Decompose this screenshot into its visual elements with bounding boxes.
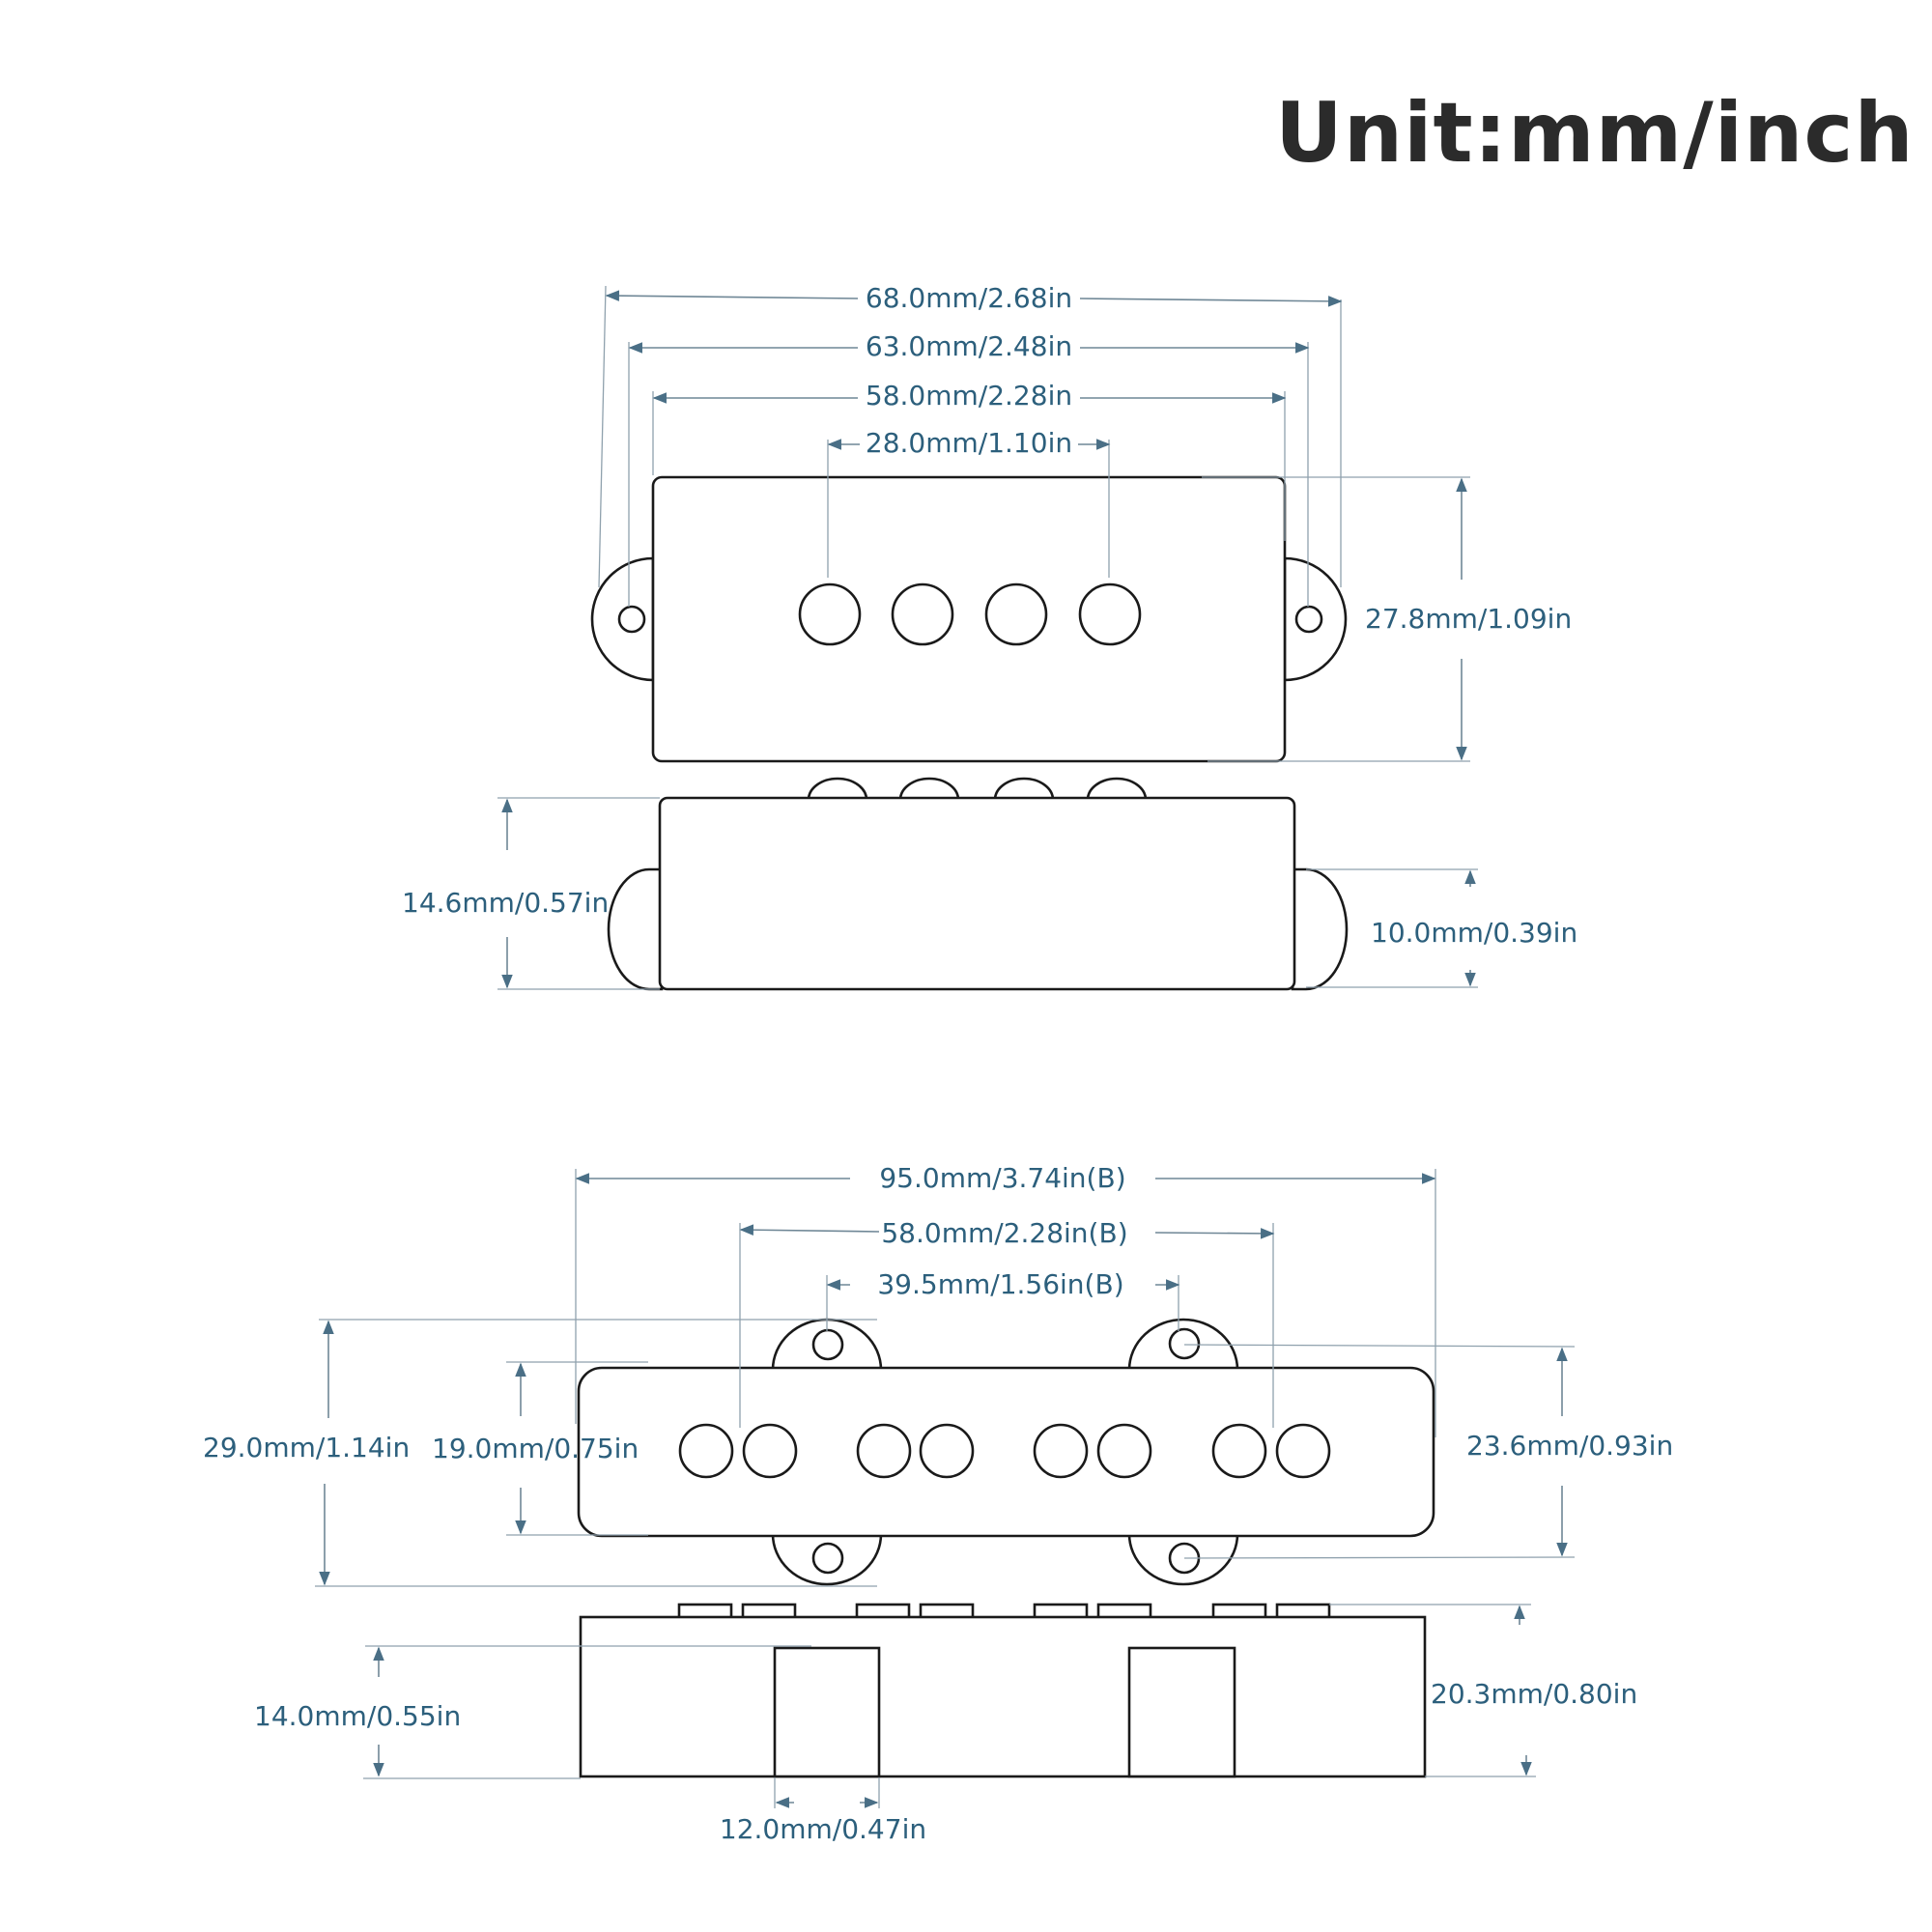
j-dim-overall-length: 95.0mm/3.74in(B) [879, 1162, 1125, 1194]
j-side-body [579, 1615, 1427, 1778]
j-pole-8 [1275, 1423, 1331, 1479]
p-pickup-cover [651, 475, 1287, 763]
j-tab-hole-1 [811, 1328, 844, 1361]
unit-title: Unit:mm/inch [1275, 85, 1915, 182]
j-tab-hole-3 [811, 1542, 844, 1575]
j-dim-tab-to-tab-width: 23.6mm/0.93in [1466, 1430, 1673, 1462]
j-side-tab-left [773, 1646, 881, 1778]
p-side-pole-3 [993, 777, 1055, 802]
j-pickup-cover [577, 1366, 1435, 1538]
jazz-pickup-top-view: 95.0mm/3.74in(B) 58.0mm/2.28in(B) 39.5mm… [203, 1162, 1673, 1587]
jazz-pickup-side-view: 14.0mm/0.55in 20.3mm/0.80in 12.0mm/0.47i… [254, 1603, 1637, 1845]
p-side-pole-4 [1086, 777, 1148, 802]
p-side-right-ear [1291, 867, 1349, 991]
p-pole-1 [798, 582, 862, 646]
p-dim-width: 27.8mm/1.09in [1365, 603, 1572, 635]
p-pole-3 [984, 582, 1048, 646]
p-side-pole-1 [807, 777, 868, 802]
j-dim-tab-width: 12.0mm/0.47in [720, 1813, 926, 1845]
p-side-left-ear [607, 867, 664, 991]
precision-pickup-side-view: 14.6mm/0.57in 10.0mm/0.39in [402, 777, 1577, 991]
p-dim-pole-span: 28.0mm/1.10in [866, 427, 1072, 459]
j-tab-hole-2 [1168, 1327, 1201, 1360]
j-dim-cover-width: 19.0mm/0.75in [432, 1433, 639, 1464]
p-side-body [658, 796, 1296, 991]
p-pole-4 [1078, 582, 1142, 646]
p-side-pole-2 [898, 777, 960, 802]
j-dim-overall-width: 29.0mm/1.14in [203, 1432, 410, 1463]
j-pole-6 [1096, 1423, 1152, 1479]
p-pole-2 [891, 582, 954, 646]
precision-pickup-top-view: 68.0mm/2.68in 63.0mm/2.48in 58.0mm/2.28i… [590, 282, 1572, 763]
p-right-mount-hole [1294, 605, 1323, 634]
p-left-mount-hole [617, 605, 646, 634]
j-pole-2 [742, 1423, 798, 1479]
j-dim-body-height: 14.0mm/0.55in [254, 1700, 461, 1732]
j-dim-total-height: 20.3mm/0.80in [1431, 1678, 1637, 1710]
j-dim-tab-spacing: 39.5mm/1.56in(B) [877, 1268, 1123, 1300]
j-pole-1 [678, 1423, 734, 1479]
p-dim-ear-height: 10.0mm/0.39in [1371, 917, 1577, 949]
j-pole-3 [856, 1423, 912, 1479]
j-pole-4 [919, 1423, 975, 1479]
j-pole-7 [1211, 1423, 1267, 1479]
j-side-tab-right [1127, 1646, 1236, 1778]
p-dim-height: 14.6mm/0.57in [402, 887, 609, 919]
p-dim-overall-length: 68.0mm/2.68in [866, 282, 1072, 314]
p-dim-cover-length: 58.0mm/2.28in [866, 380, 1072, 412]
p-dim-mount-hole-spacing: 63.0mm/2.48in [866, 330, 1072, 362]
j-dim-pole-span: 58.0mm/2.28in(B) [881, 1217, 1127, 1249]
j-pole-5 [1033, 1423, 1089, 1479]
